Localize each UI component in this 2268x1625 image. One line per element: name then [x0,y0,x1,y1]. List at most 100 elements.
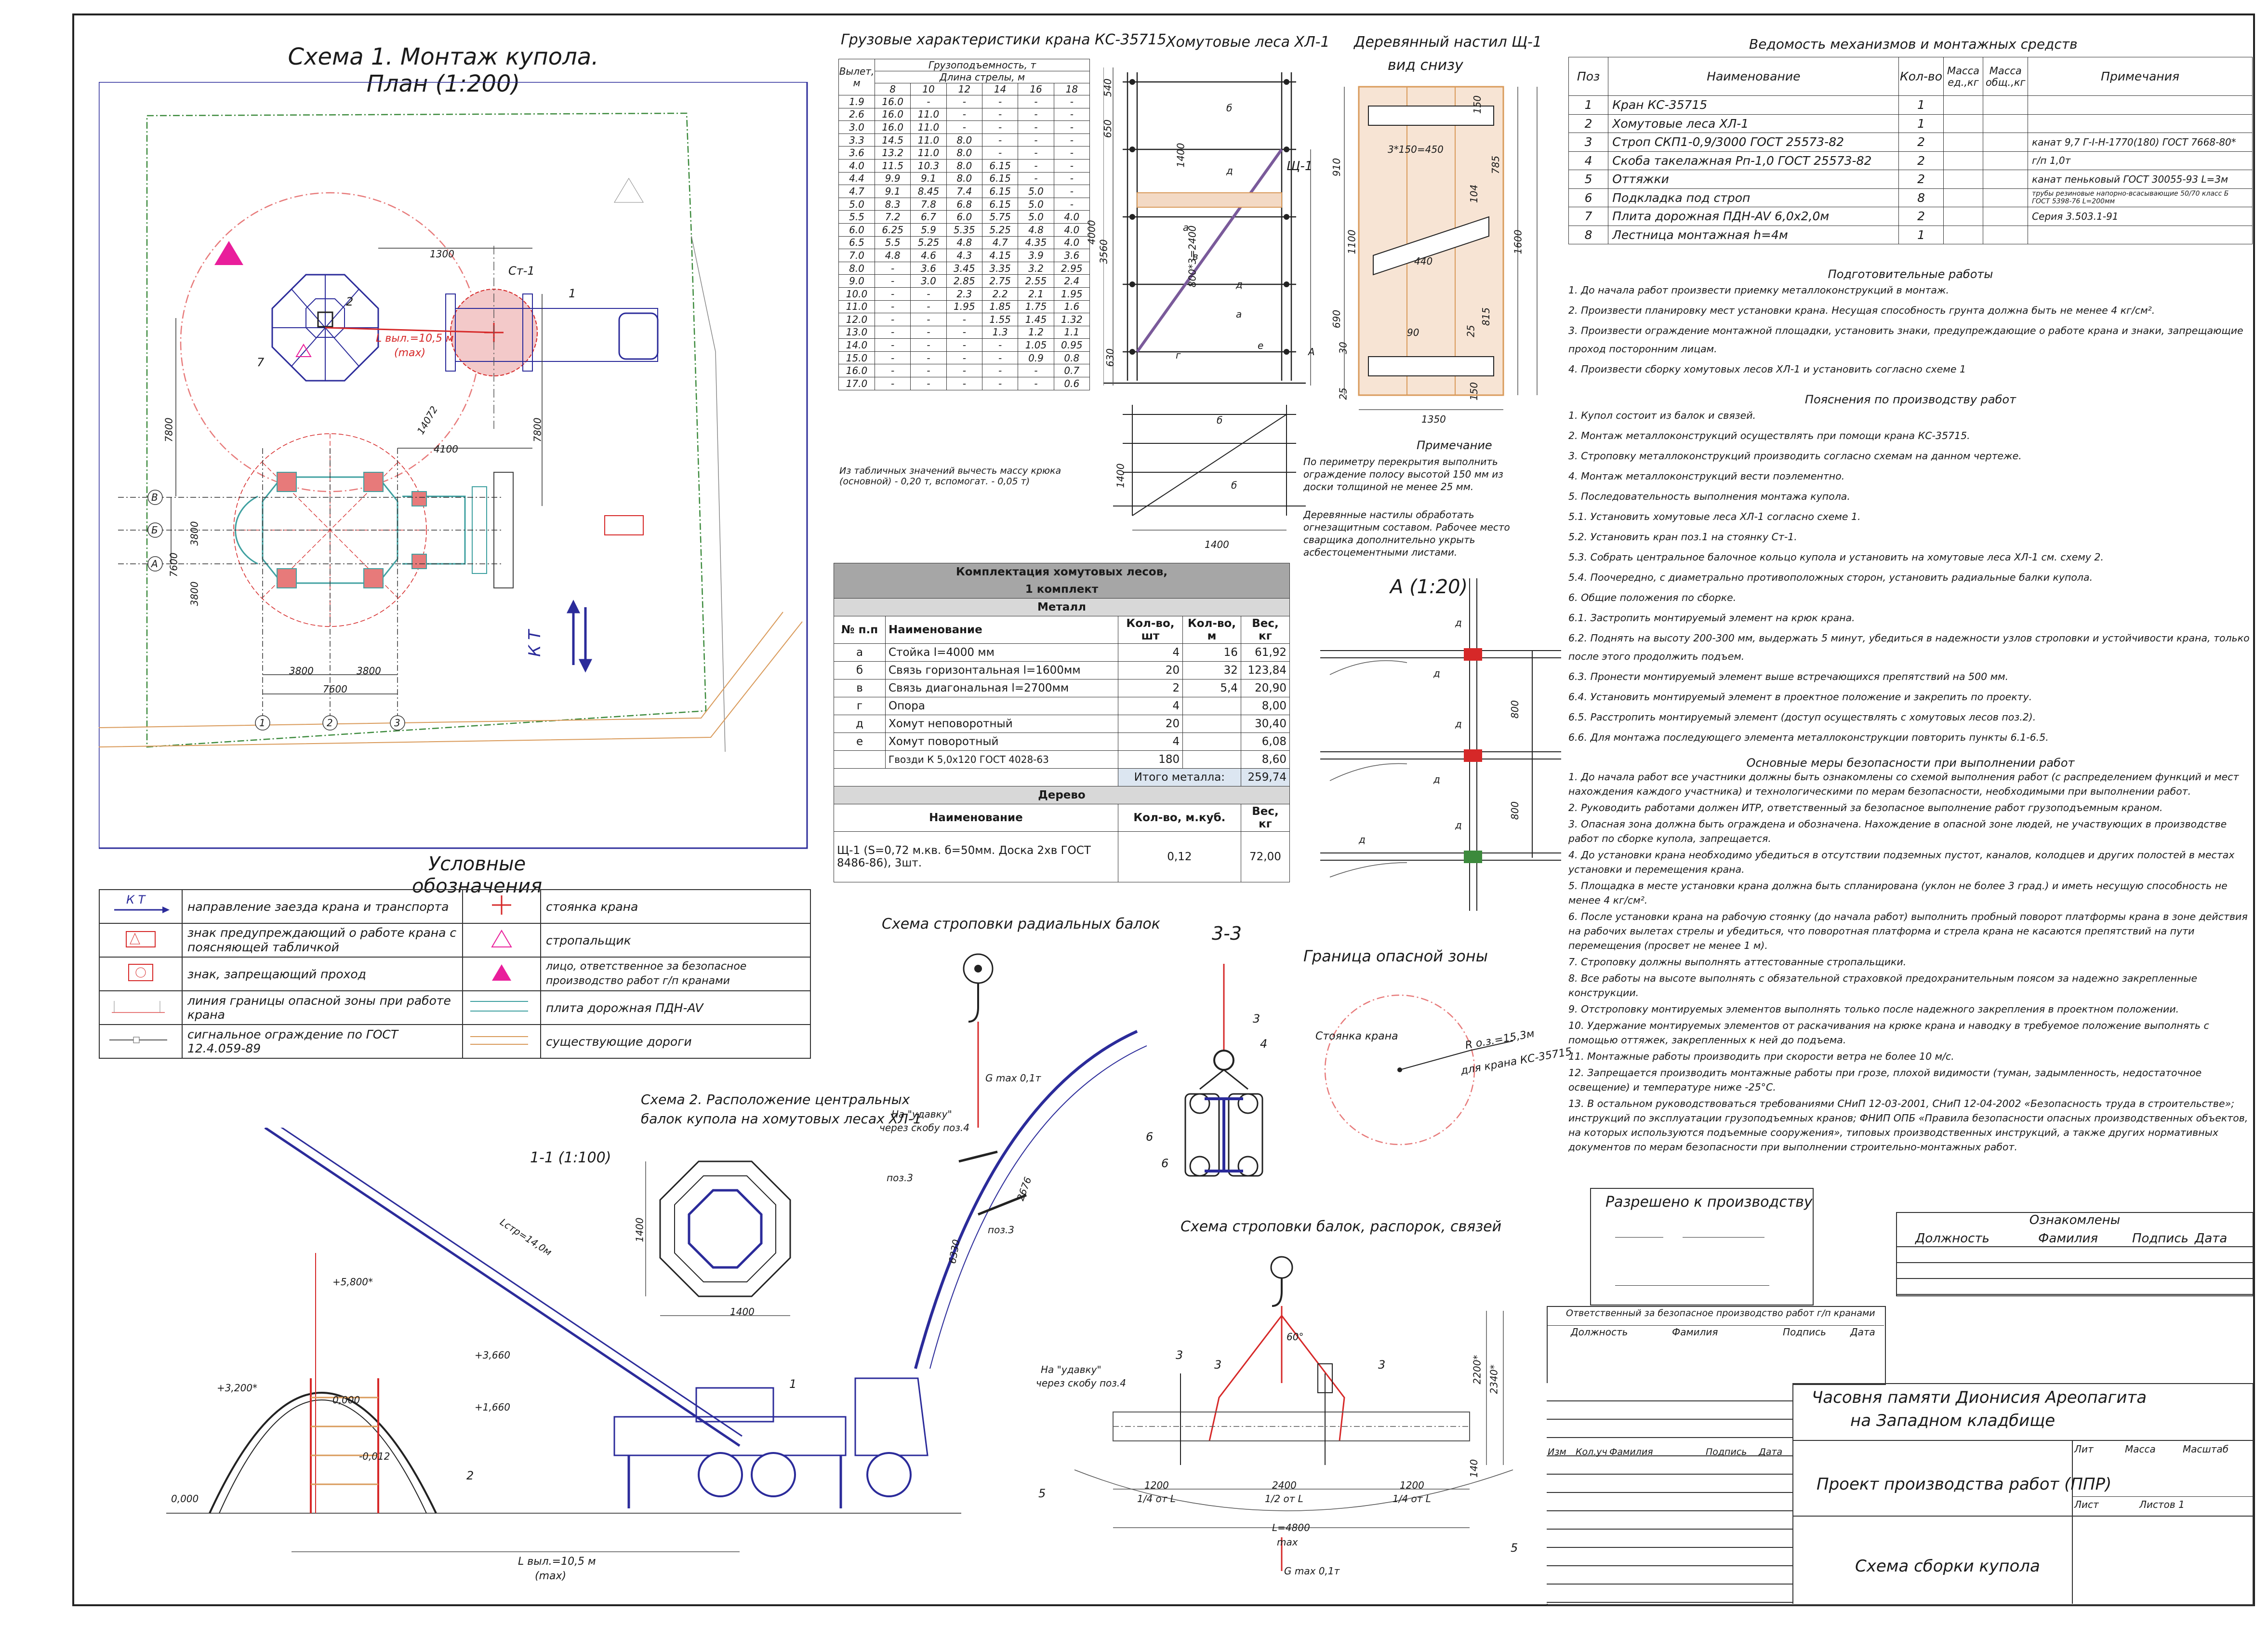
axis-b: Б [151,524,158,536]
table-cell: 2.2 [981,287,1019,301]
table-cell: 1.1 [1053,325,1090,339]
table-cell: Оттяжки [1608,170,1899,189]
table-cell: 4.0 [1053,210,1090,224]
table-cell: 8,00 [1240,697,1290,715]
table-cell: 1.85 [981,300,1019,314]
section33-n4: 4 [1260,1037,1268,1051]
table-cell: 4.3 [946,249,982,262]
table-cell: 2.55 [1018,274,1054,288]
table-cell: 1.3 [981,325,1019,339]
detail-a-title: А (1:20) [1390,576,1468,598]
table-cell: - [910,377,947,390]
scaffold-letter-A: А [1308,346,1315,358]
beams-angle: 60° [1287,1331,1304,1343]
table-cell: - [1018,120,1054,134]
table-cell: 12.0 [838,313,875,326]
kit-col-header: Кол-во, шт [1117,616,1183,644]
table-cell: 3.0 [838,120,875,134]
beams-dim-140: 140 [1468,1459,1480,1478]
table-cell: 3.0 [910,274,947,288]
deck-dim-90: 90 [1407,327,1419,338]
table-cell [1943,133,1984,152]
table-cell: 4.0 [1053,223,1090,237]
table-cell [1983,151,2029,170]
plan-dim-3800b: 3800 [188,581,200,606]
table-cell: 10.3 [910,159,947,173]
table-cell: 5.25 [910,236,947,250]
table-cell: - [1053,107,1090,121]
deck-dim-785: 785 [1490,155,1502,174]
section11-e0000a: 0,000 [332,1394,360,1406]
table-cell: - [981,95,1019,108]
table-cell: 0.8 [1053,351,1090,365]
beams-udavka-1: На "удавку" [1041,1364,1101,1375]
plan-dim-7600v: 7600 [168,552,180,577]
table-cell: 11.0 [910,120,947,134]
kit-total-label: Итого металла: [1117,768,1241,786]
table-cell: - [1053,95,1090,108]
table-cell: 8.3 [874,197,911,211]
expl-item: 6.2. Поднять на высоту 200-300 мм, выдер… [1568,632,2250,662]
ved-col-header: Наименование [1608,57,1899,96]
table-cell [2028,95,2253,115]
table-cell: Хомут неповоротный [885,715,1118,733]
table-cell: - [1053,146,1090,160]
table-cell: канат пеньковый ГОСТ 30055-93 L=3м [2028,170,2253,189]
table-cell: 14.0 [838,338,875,352]
table-cell: 13.2 [874,146,911,160]
table-cell: 4.8 [874,249,911,262]
expl-item: 2. Монтаж металлоконструкций осуществлят… [1568,430,1970,441]
stamp-col-sign: Подпись [1706,1447,1747,1457]
table-cell: 1.55 [981,313,1019,326]
beams-n3c: 3 [1378,1358,1386,1372]
table-cell: 2.3 [946,287,982,301]
table-cell: Хомут поворотный [885,733,1118,751]
plan-dim-7800a: 7800 [163,417,175,442]
kit-title-1: Комплектация хомутовых лесов, [834,563,1290,581]
table-cell: Строп СКП1-0,9/3000 ГОСТ 25573-82 [1608,133,1899,152]
kit-col-header: Вес, кг [1240,616,1290,644]
table-cell: 2 [1898,170,1944,189]
kit-wood-col-name: Наименование [834,804,1118,832]
legend-responsible: лицо, ответственное за безопасное произв… [540,957,811,991]
plan-crane-stand: Ст-1 [508,264,535,278]
table-cell: 2 [1898,133,1944,152]
scaffold-kit-table: Комплектация хомутовых лесов, 1 комплект… [833,563,1290,882]
table-cell: - [874,287,911,301]
axis-a: А [151,558,158,570]
table-cell: - [981,133,1019,147]
scheme2-dim-1400b: 1400 [730,1306,755,1318]
table-cell: 123,84 [1240,661,1290,679]
title-block: Ответственный за безопасное производство… [1547,1306,2254,1606]
detail-a-dim-800a: 800 [1509,700,1521,719]
table-cell: 0.95 [1053,338,1090,352]
table-cell: - [910,338,947,352]
scaffold-dim-540: 540 [1102,78,1114,97]
deck-dim-1100: 1100 [1346,229,1358,254]
prep-item: 1. До начала работ произвести приемку ме… [1568,284,1949,296]
beams-length: L=4800 [1272,1522,1310,1533]
radial-poz3a: поз.3 [887,1172,914,1184]
radial-gmax: G max 0,1т [985,1072,1041,1084]
beams-gmax: G max 0,1т [1284,1565,1340,1577]
table-cell: 16.0 [874,107,911,121]
ppr-title: Проект производства работ (ППР) [1817,1475,2112,1494]
table-cell [1182,715,1241,733]
beams-n5b: 5 [1511,1541,1518,1555]
table-cell [1182,697,1241,715]
detail-a-drawing [1320,578,1561,911]
table-cell: Гвозди К 5,0х120 ГОСТ 4028-63 [885,750,1118,769]
crane-boom-length: 8 [874,83,911,95]
expl-item: 6.6. Для монтажа последующего элемента м… [1568,732,2049,743]
beams-dim-2400: 2400 [1272,1479,1297,1491]
section33-drawing [1184,964,1263,1177]
table-cell: - [874,261,911,275]
